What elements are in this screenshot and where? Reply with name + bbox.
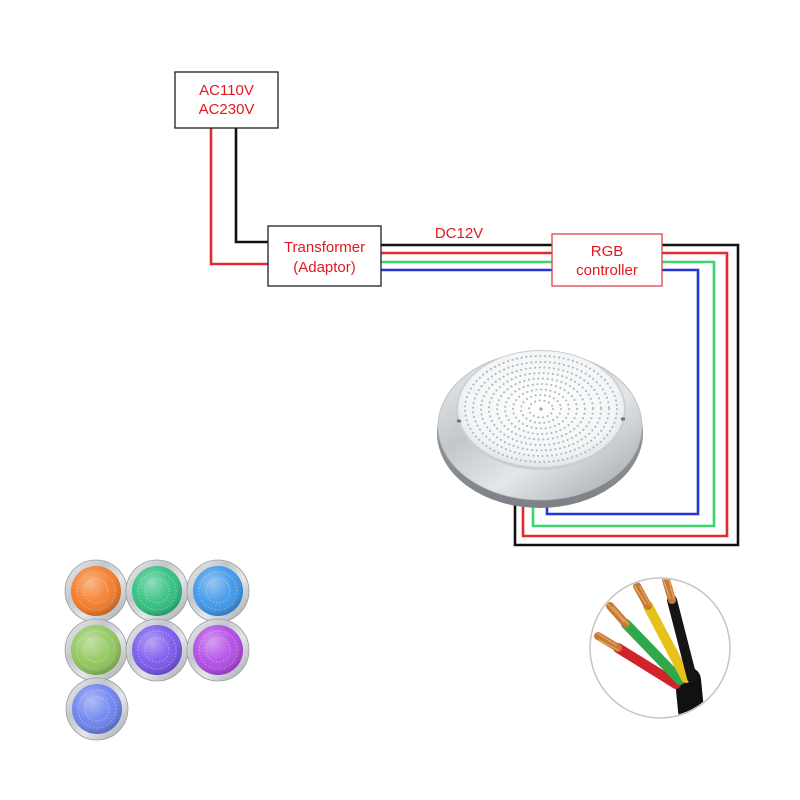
copper-strands (594, 579, 676, 652)
screw-right-icon (620, 417, 626, 421)
blue-pool-light-icon (186, 559, 250, 623)
transformer-label: Transformer (284, 239, 365, 256)
controller-label: controller (576, 262, 638, 279)
screw-left-icon (456, 419, 462, 423)
led-array (463, 354, 619, 464)
pool-light-icon (437, 350, 643, 508)
purple-pool-light-icon (125, 618, 189, 682)
ac-red-wire (209, 128, 268, 266)
rgb-controller-border (551, 233, 663, 287)
color-swatch-grid (64, 559, 250, 741)
periwinkle-pool-light-icon (65, 677, 129, 741)
ac-black-wire (234, 128, 268, 244)
lamp-black-wire (513, 243, 740, 547)
lamp-blue-wire (545, 268, 700, 516)
adaptor-label: (Adaptor) (293, 259, 356, 276)
four-core-cable-icon (589, 577, 731, 719)
orange-pool-light-icon (64, 559, 128, 623)
lamp-red-wire (521, 251, 729, 538)
cable-core-black (667, 595, 697, 683)
lime-pool-light-icon (64, 618, 128, 682)
dc12v-label: DC12V (435, 225, 483, 242)
cable-core-red (613, 643, 681, 689)
ac-source-border (174, 71, 279, 129)
green-pool-light-icon (125, 559, 189, 623)
rgb-controller-box: RGB controller (551, 233, 663, 287)
ac230v-label: AC230V (199, 101, 255, 118)
cable-core-yellow (643, 601, 691, 683)
ac110v-label: AC110V (199, 82, 254, 99)
wires (209, 128, 740, 547)
violet-pool-light-icon (186, 618, 250, 682)
transformer-box: Transformer (Adaptor) (267, 225, 382, 287)
lamp-green-wire (531, 260, 716, 528)
rgb-label: RGB (591, 243, 624, 260)
ac-power-source-box: AC110V AC230V (174, 71, 279, 129)
cable-core-green (621, 619, 685, 685)
transformer-border (267, 225, 382, 287)
